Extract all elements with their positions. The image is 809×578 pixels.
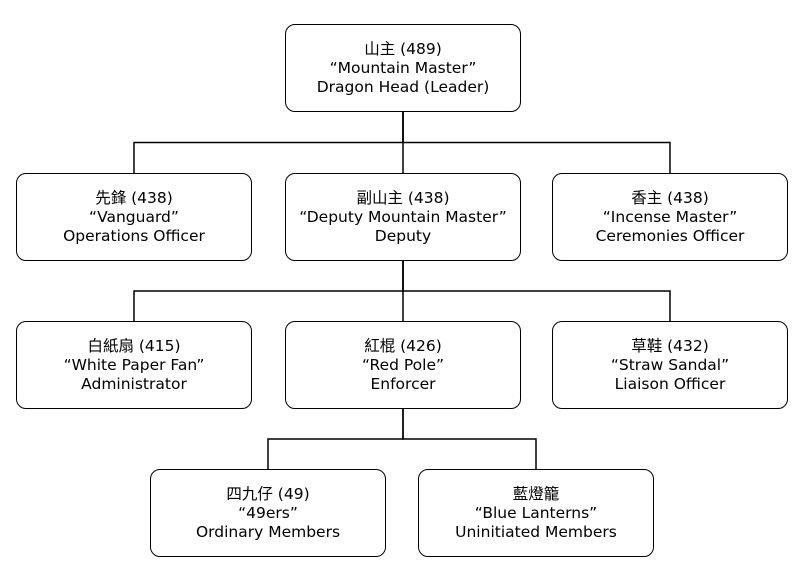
node-alias: “Incense Master” [602, 207, 738, 226]
node-role: Administrator [81, 374, 187, 393]
node-title: 白紙扇 (415) [87, 336, 181, 355]
node-title: 香主 (438) [631, 188, 709, 207]
node-role: Uninitiated Members [455, 522, 617, 541]
node-role: Enforcer [370, 374, 436, 393]
node-alias: “Mountain Master” [329, 58, 477, 77]
node-straw-sandal: 草鞋 (432) “Straw Sandal” Liaison Officer [552, 321, 788, 409]
node-alias: “Vanguard” [89, 207, 179, 226]
connector-root-vanguard [133, 112, 404, 173]
node-title: 草鞋 (432) [631, 336, 709, 355]
node-mountain-master: 山主 (489) “Mountain Master” Dragon Head (… [285, 24, 521, 112]
node-deputy-mountain-master: 副山主 (438) “Deputy Mountain Master” Deput… [285, 173, 521, 261]
node-role: Dragon Head (Leader) [316, 77, 490, 96]
connector-deputy-wpf [133, 261, 404, 321]
node-blue-lanterns: 藍燈籠 “Blue Lanterns” Uninitiated Members [418, 469, 654, 557]
node-title: 四九仔 (49) [226, 484, 310, 503]
node-title: 副山主 (438) [356, 188, 450, 207]
node-alias: “Straw Sandal” [610, 355, 730, 374]
node-alias: “49ers” [238, 503, 298, 522]
node-role: Ceremonies Officer [595, 226, 745, 245]
node-title: 山主 (489) [364, 39, 442, 58]
node-white-paper-fan: 白紙扇 (415) “White Paper Fan” Administrato… [16, 321, 252, 409]
node-alias: “Red Pole” [361, 355, 445, 374]
node-role: Deputy [374, 226, 432, 245]
connector-redpole-ers49 [267, 409, 404, 469]
node-title: 藍燈籠 [512, 484, 560, 503]
connector-root-incense [402, 112, 671, 173]
node-role: Liaison Officer [614, 374, 726, 393]
node-red-pole: 紅棍 (426) “Red Pole” Enforcer [285, 321, 521, 409]
node-vanguard: 先鋒 (438) “Vanguard” Operations Officer [16, 173, 252, 261]
node-alias: “Blue Lanterns” [474, 503, 598, 522]
node-incense-master: 香主 (438) “Incense Master” Ceremonies Off… [552, 173, 788, 261]
node-role: Ordinary Members [195, 522, 341, 541]
node-alias: “Deputy Mountain Master” [299, 207, 507, 226]
node-title: 先鋒 (438) [95, 188, 173, 207]
connector-deputy-straw [402, 261, 671, 321]
node-49ers: 四九仔 (49) “49ers” Ordinary Members [150, 469, 386, 557]
node-title: 紅棍 (426) [364, 336, 442, 355]
node-alias: “White Paper Fan” [63, 355, 205, 374]
node-role: Operations Officer [63, 226, 205, 245]
connector-redpole-blue [402, 409, 537, 469]
